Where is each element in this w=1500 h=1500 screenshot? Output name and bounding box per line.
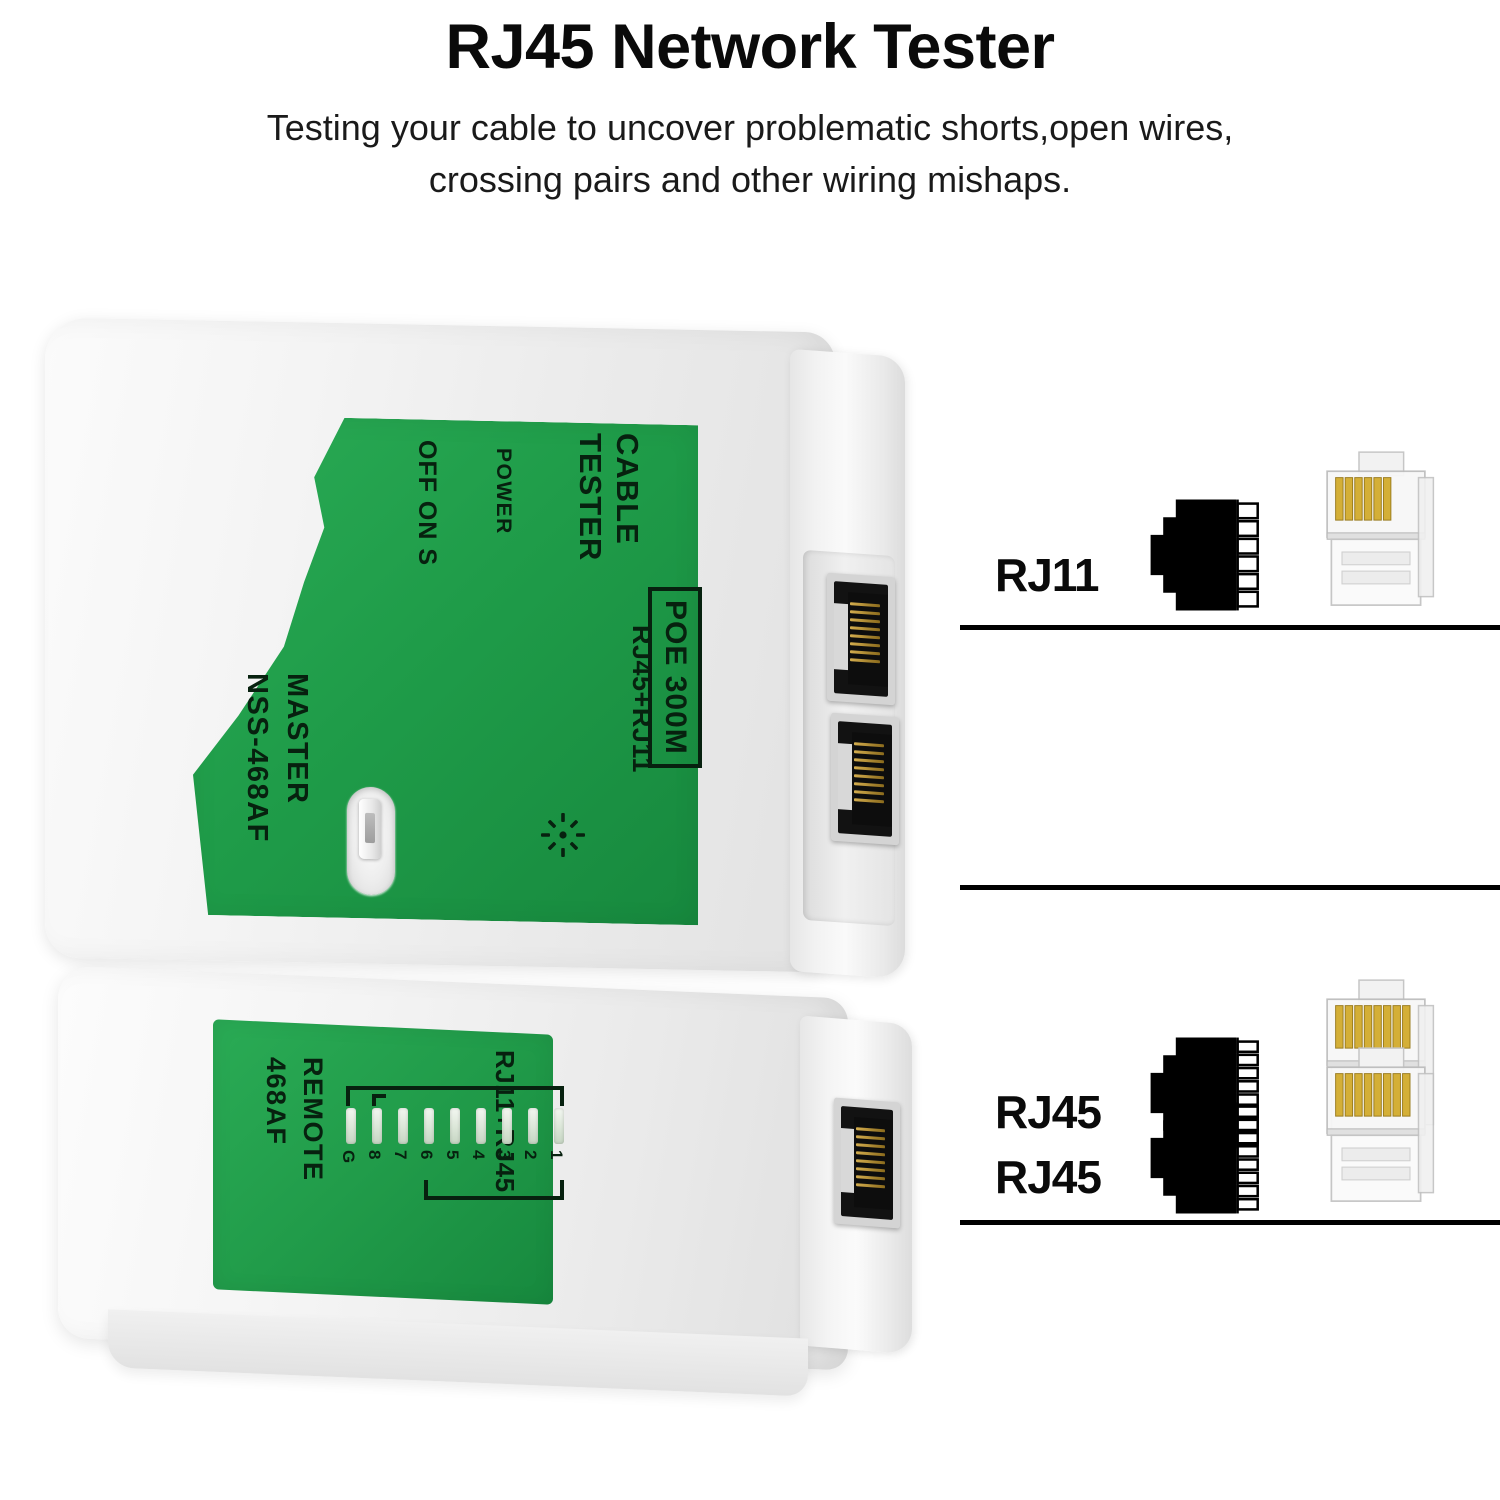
led-indicator xyxy=(450,1108,460,1144)
rj11-plug-icon xyxy=(1312,450,1440,625)
subtitle-line-1: Testing your cable to uncover problemati… xyxy=(266,107,1234,149)
rj45-socket-icon xyxy=(1138,1095,1264,1226)
led-number-label: 3 xyxy=(495,1150,514,1160)
rj45-plug-icon xyxy=(1312,1046,1440,1221)
led-indicator xyxy=(398,1108,408,1144)
connector-type-label: RJ45 xyxy=(995,1151,1102,1203)
led-indicator xyxy=(476,1108,486,1144)
led-number-label: 2 xyxy=(521,1150,540,1160)
subtitle-line-2: crossing pairs and other wiring mishaps. xyxy=(428,159,1072,201)
led-number-label: 5 xyxy=(443,1150,462,1160)
guide-row-divider xyxy=(960,625,1500,630)
master-title-line-2: TESTER xyxy=(573,433,608,562)
led-bracket-upper xyxy=(346,1086,564,1106)
guide-row-divider xyxy=(960,885,1500,890)
led-number-label: 8 xyxy=(365,1150,384,1160)
led-number-label: 1 xyxy=(547,1150,566,1160)
connector-guide-row: RJ45 xyxy=(960,990,1500,1290)
master-role-label: MASTER xyxy=(281,673,313,805)
led-indicator xyxy=(528,1108,538,1144)
remote-rj45-port[interactable] xyxy=(834,1097,900,1229)
led-number-label: 4 xyxy=(469,1150,488,1160)
page-title: RJ45 Network Tester xyxy=(445,12,1055,82)
master-rj45-port-bottom[interactable] xyxy=(831,712,899,846)
led-number-label: 7 xyxy=(391,1150,410,1160)
led-number-label: 6 xyxy=(417,1150,436,1160)
rj11-socket-icon xyxy=(1138,492,1264,623)
led-indicator xyxy=(502,1108,512,1144)
master-unit: CE CABLE TESTER POWER OFF ON S RJ45+RJ11… xyxy=(45,317,920,1165)
led-indicator xyxy=(554,1108,564,1144)
led-number-label: G xyxy=(339,1150,358,1164)
switch-position-label: OFF ON S xyxy=(413,440,441,567)
remote-role-label: REMOTE xyxy=(298,1057,328,1182)
starburst-icon xyxy=(541,813,585,857)
led-bracket-lower xyxy=(424,1180,564,1200)
remote-model-label: 468AF xyxy=(261,1057,291,1146)
device-photo-group: CE CABLE TESTER POWER OFF ON S RJ45+RJ11… xyxy=(0,300,960,1460)
power-label: POWER xyxy=(492,448,515,535)
guide-row-divider xyxy=(960,1220,1500,1225)
led-indicator xyxy=(346,1108,356,1144)
led-bracket-tick xyxy=(372,1094,386,1106)
led-indicator xyxy=(424,1108,434,1144)
master-model-label: NSS-468AF xyxy=(241,673,273,843)
header: RJ45 Network Tester Testing your cable t… xyxy=(0,0,1500,207)
led-indicator xyxy=(372,1108,382,1144)
connector-guide-row: RJ45 xyxy=(960,730,1500,1149)
poe-badge: POE 300M xyxy=(648,587,702,768)
poe-badge-label: POE 300M xyxy=(659,600,692,755)
master-title-line-1: CABLE xyxy=(610,433,645,545)
power-switch-knob[interactable] xyxy=(359,798,381,860)
connector-type-label: RJ11 xyxy=(995,549,1099,601)
connector-type-label: RJ45 xyxy=(995,1086,1102,1138)
page-subtitle: Testing your cable to uncover problemati… xyxy=(190,80,1310,206)
master-rj45-port-top[interactable] xyxy=(827,572,895,706)
connector-guide-row: RJ11 xyxy=(960,430,1500,730)
